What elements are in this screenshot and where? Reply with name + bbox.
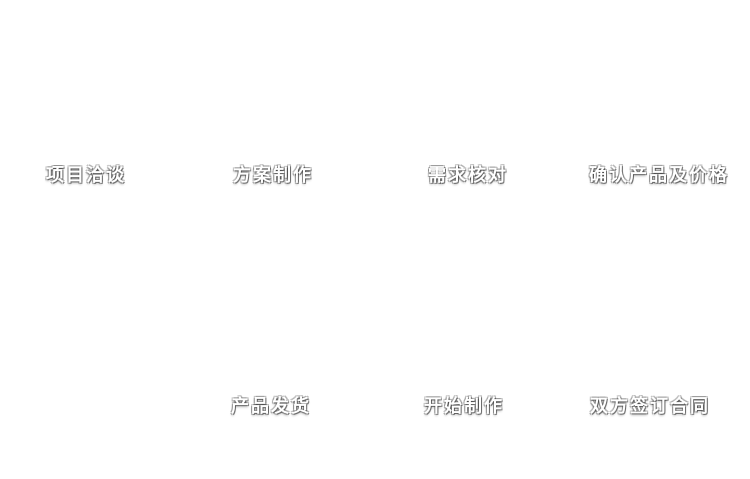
step-label-confirm-product-and-price: 确认产品及价格 bbox=[589, 165, 729, 186]
step-label-plan-production: 方案制作 bbox=[233, 165, 313, 186]
step-label-sign-contract: 双方签订合同 bbox=[590, 396, 710, 417]
step-label-requirement-check: 需求核对 bbox=[428, 165, 508, 186]
step-label-start-production: 开始制作 bbox=[424, 396, 504, 417]
step-label-project-negotiation: 项目洽谈 bbox=[46, 165, 126, 186]
step-label-product-shipment: 产品发货 bbox=[231, 396, 311, 417]
